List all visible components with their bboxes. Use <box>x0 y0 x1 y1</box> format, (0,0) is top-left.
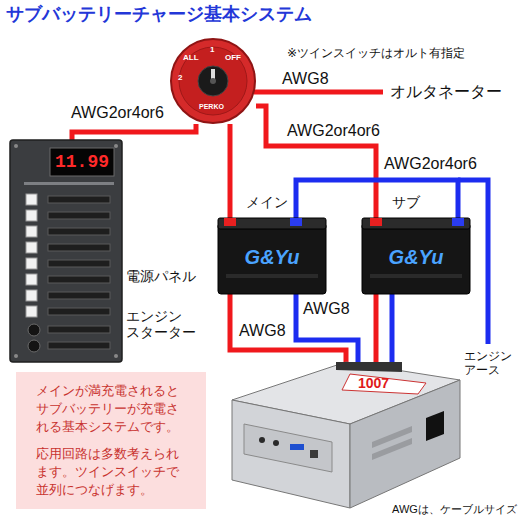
battery-name: メイン <box>246 194 288 210</box>
drawing-part <box>26 226 37 237</box>
drawing-part <box>48 260 110 267</box>
diagram-title: サブバッテリーチャージ基本システム <box>6 4 312 25</box>
battery-logo: G&Yu <box>362 246 470 269</box>
drawing-part <box>224 218 236 226</box>
main-battery: メインG&Yu <box>218 218 326 294</box>
power-panel: 11.99 <box>10 140 122 362</box>
drawing-part <box>370 218 382 226</box>
note-text: ※ツインスイッチはオルト有指定 <box>287 47 465 61</box>
drawing-part <box>24 182 114 185</box>
drawing-part <box>14 354 18 358</box>
drawing-part <box>48 244 110 251</box>
drawing-part <box>28 324 40 336</box>
drawing-part <box>232 400 350 508</box>
drawing-part <box>198 66 228 96</box>
alternator-wire <box>254 90 383 95</box>
charger: 1007 <box>232 362 464 512</box>
dial-mark: 2 <box>178 73 182 82</box>
drawing-part <box>362 223 470 294</box>
dial-mark: OFF <box>225 53 241 62</box>
drawing-part <box>336 362 402 372</box>
cable-size: AWG2or4or6 <box>286 122 381 140</box>
drawing-part <box>179 47 247 115</box>
drawing-part <box>26 290 37 301</box>
cable <box>390 294 395 362</box>
drawing-part <box>244 424 332 472</box>
cable-size: AWG2or4or6 <box>384 155 477 173</box>
drawing-part <box>26 242 37 253</box>
battery-name: サブ <box>392 194 420 210</box>
drawing-part <box>218 218 326 229</box>
power-panel-drawing <box>10 140 122 362</box>
charger-drawing <box>232 362 464 512</box>
part-name: エンジン アース <box>464 350 516 378</box>
drawing-part <box>226 274 318 278</box>
part-name: オルタネーター <box>390 83 502 101</box>
cable-size: AWG8 <box>282 70 329 88</box>
drawing-part <box>26 194 37 205</box>
sub-battery: サブG&Yu <box>362 218 470 294</box>
cable <box>374 294 379 362</box>
drawing-part <box>48 292 110 299</box>
model-number: 1007 <box>358 375 389 391</box>
note-box: メインが満充電されるとサブバッテリーが充電される基本システムです。応用回路は多数… <box>16 372 206 509</box>
drawing-part <box>426 411 444 441</box>
drawing-part <box>210 78 216 84</box>
drawing-part <box>114 144 118 148</box>
cable-size: AWG8 <box>238 322 287 340</box>
cable <box>296 180 458 218</box>
drawing-part <box>14 144 18 148</box>
part-name: エンジン スターター <box>126 308 198 340</box>
drawing-part <box>310 450 318 458</box>
cable-size: AWG2or4or6 <box>70 104 165 122</box>
note-text: 応用回路は多数考えられます。ツインスイッチで並列につなげます。 <box>36 445 190 500</box>
brand-name: PERKO <box>199 103 224 111</box>
cable-size: AWG8 <box>302 300 351 318</box>
cable <box>296 294 358 362</box>
drawing-part <box>290 444 304 450</box>
cable <box>72 124 196 140</box>
drawing-part <box>10 140 122 362</box>
battery-logo: G&Yu <box>218 246 326 269</box>
part-name: 電源パネル <box>126 268 196 284</box>
drawing-part <box>48 342 110 349</box>
dial-mark: ALL <box>183 53 199 62</box>
drawing-part <box>362 218 470 229</box>
dial-mark: 1 <box>210 45 214 54</box>
drawing-part <box>218 223 326 294</box>
drawing-part <box>26 210 37 221</box>
drawing-part <box>26 258 37 269</box>
drawing-part <box>48 276 110 283</box>
cable <box>228 124 233 218</box>
drawing-part <box>50 148 114 176</box>
drawing-part <box>350 380 460 508</box>
voltage-display: 11.99 <box>50 152 114 173</box>
drawing-part <box>273 440 279 446</box>
note-text: メインが満充電されるとサブバッテリーが充電される基本システムです。 <box>36 382 190 437</box>
drawing-part <box>342 374 426 394</box>
drawing-part <box>48 196 110 203</box>
drawing-part <box>48 308 110 315</box>
drawing-part <box>370 274 462 278</box>
drawing-part <box>290 218 302 226</box>
drawing-part <box>114 354 118 358</box>
drawing-part <box>452 218 464 226</box>
battery-switch: 2 ALL 1OFF PERKO <box>170 38 256 124</box>
drawing-part <box>372 438 412 460</box>
drawing-part <box>28 340 40 352</box>
footnote: AWGは、ケーブルサイズ <box>392 503 517 516</box>
drawing-part <box>48 326 110 333</box>
drawing-part <box>48 212 110 219</box>
drawing-part <box>259 437 265 443</box>
drawing-part <box>48 228 110 235</box>
drawing-part <box>171 39 255 123</box>
drawing-part <box>26 306 37 317</box>
drawing-part <box>26 274 37 285</box>
